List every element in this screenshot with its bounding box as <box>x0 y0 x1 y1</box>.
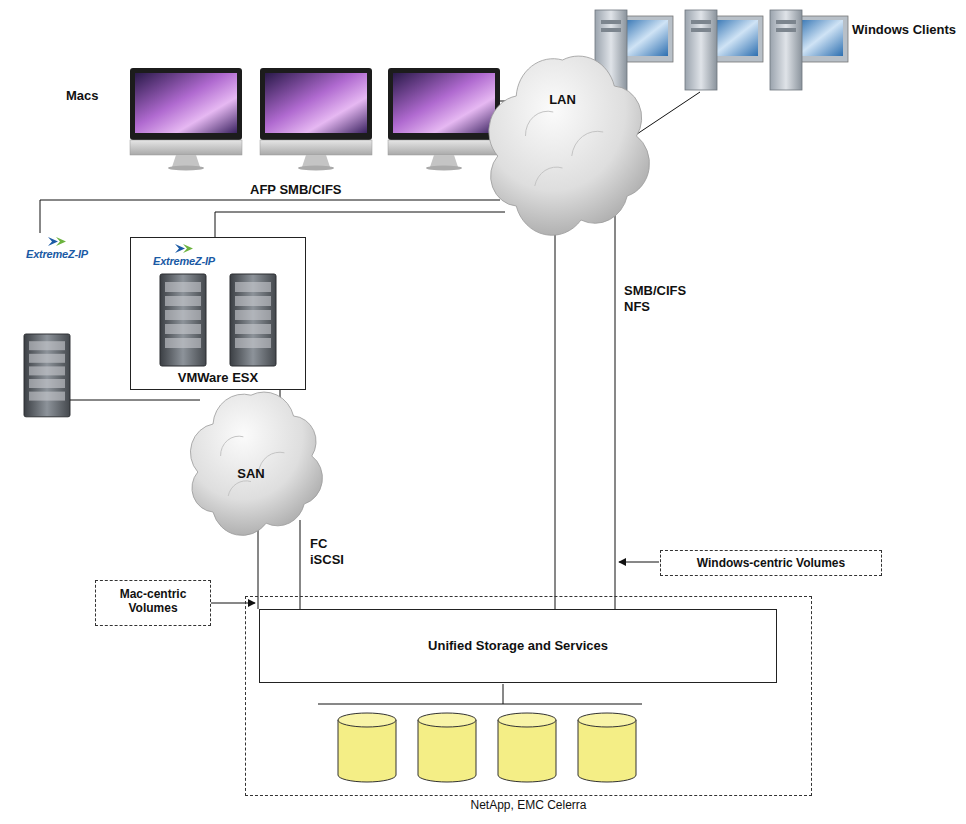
storage-bus <box>318 704 642 705</box>
box: NetApp, EMC CelerraUnified Storage and S… <box>245 596 812 796</box>
box: Windows-centric Volumes <box>660 550 882 576</box>
connector-label: AFP SMB/CIFS <box>248 182 344 198</box>
node-text: NetApp, EMC Celerra <box>470 798 586 812</box>
leader-arrow <box>211 603 255 604</box>
device-group: ExtremeZ-IP <box>8 233 86 425</box>
server-icon <box>230 274 276 366</box>
box: Unified Storage and Services <box>259 609 777 683</box>
leader-arrow <box>619 562 659 563</box>
node-label: NetApp, EMC Celerra <box>246 798 811 812</box>
connector-label: SMB/CIFS NFS <box>622 283 688 314</box>
network-cloud: LAN <box>470 36 655 236</box>
connector <box>40 200 500 233</box>
disk-icon <box>578 713 636 782</box>
connector <box>70 400 200 401</box>
logo-mark <box>48 237 68 246</box>
node-text: SAN <box>237 466 264 481</box>
imac-icon <box>388 68 500 171</box>
logo-mark <box>175 244 195 253</box>
node-text: Macs <box>66 88 99 103</box>
box: ExtremeZ-IP VMWare ESX <box>130 237 306 390</box>
node-label: VMWare ESX <box>131 370 305 386</box>
connector-label: FC iSCSI <box>308 536 346 567</box>
connector <box>215 212 505 237</box>
connector <box>555 222 556 609</box>
node-text: VMWare ESX <box>178 370 258 385</box>
device-group: Macs <box>60 62 500 170</box>
node-label: Unified Storage and Services <box>260 638 776 654</box>
imac-icon <box>260 68 372 171</box>
node-label: Windows Clients <box>852 22 956 38</box>
box: Mac-centric Volumes <box>95 580 211 626</box>
logo-text: ExtremeZ-IP <box>153 255 215 267</box>
logo-wrap: ExtremeZ-IP <box>26 237 88 262</box>
server-icon <box>160 274 206 366</box>
node-label: Mac-centric Volumes <box>102 587 204 616</box>
node-label: Windows-centric Volumes <box>667 556 875 570</box>
pc-icon <box>685 10 763 90</box>
node-text: Mac-centric Volumes <box>120 587 187 615</box>
logo-wrap: ExtremeZ-IP <box>153 244 215 269</box>
node-label: Macs <box>66 88 99 104</box>
node-text: LAN <box>549 92 576 107</box>
server-icon <box>24 334 70 417</box>
logo-text: ExtremeZ-IP <box>26 248 88 260</box>
node-label: SAN <box>175 466 327 482</box>
connector <box>615 214 616 609</box>
node-text: Windows-centric Volumes <box>697 556 845 570</box>
node-label: LAN <box>470 92 655 108</box>
storage-bus <box>503 684 504 704</box>
disk-icon <box>338 713 396 782</box>
network-cloud: SAN <box>175 376 327 536</box>
disk-icon <box>498 713 556 782</box>
imac-icon <box>130 68 242 171</box>
device-group: Windows Clients <box>580 0 960 100</box>
node-text: Windows Clients <box>852 22 956 37</box>
pc-icon <box>770 10 848 90</box>
cloud-shape <box>470 36 655 236</box>
disk-icon <box>418 713 476 782</box>
node-text: Unified Storage and Services <box>428 638 608 653</box>
cloud-shape <box>175 376 327 536</box>
